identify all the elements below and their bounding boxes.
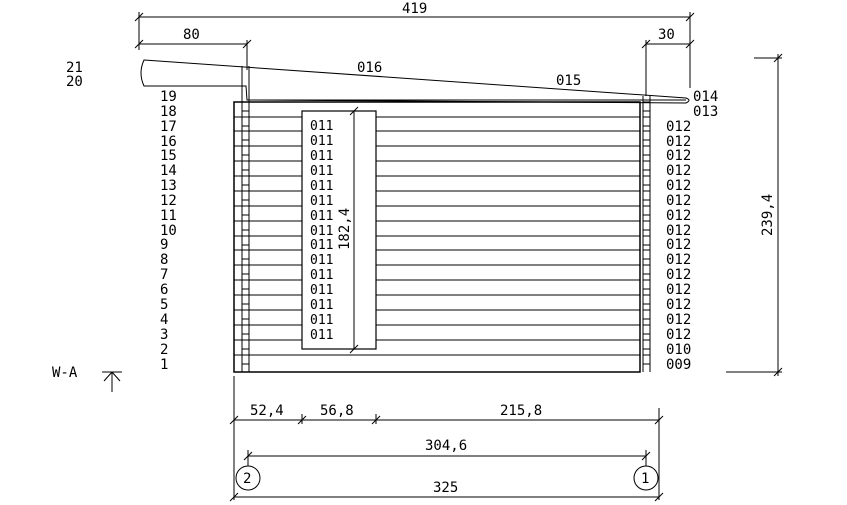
part-code: 012: [666, 208, 691, 224]
part-code: 012: [666, 237, 691, 253]
door-part-code: 011: [310, 268, 333, 283]
row-number: 14: [160, 163, 177, 179]
overall-width-dimension: 419: [134, 1, 695, 88]
part-code: 012: [666, 282, 691, 298]
base-width-dimension: 325: [229, 480, 664, 502]
row-number: 8: [160, 252, 168, 268]
axis-marker-right: [633, 465, 659, 491]
overall-width-label: 419: [402, 1, 427, 17]
segment-right-label: 215,8: [500, 403, 542, 419]
row-number: 15: [160, 148, 177, 164]
segment-dimensions: 52,4 56,8 215,8: [229, 376, 664, 500]
door-part-code: 011: [310, 313, 333, 328]
part-code: 012: [666, 223, 691, 239]
total-height-label: 239,4: [760, 194, 776, 236]
row-number: 20: [66, 74, 83, 90]
row-number: 7: [160, 267, 168, 283]
part-code: 012: [666, 267, 691, 283]
part-code: 012: [666, 119, 691, 135]
roof-ridge-label: 016: [357, 60, 382, 76]
door-part-code: 011: [310, 238, 333, 253]
door-part-code: 011: [310, 328, 333, 343]
part-code: 014: [693, 89, 718, 105]
door-part-code: 011: [310, 253, 333, 268]
axis-distance-label: 304,6: [425, 438, 467, 454]
part-code: 013: [693, 104, 718, 120]
base-width-label: 325: [433, 480, 458, 496]
row-number: 4: [160, 312, 168, 328]
door-part-code: 011: [310, 179, 333, 194]
row-numbers: 21 20 19 18 17 16 15 14 13 12 11 10 9 8 …: [66, 60, 177, 373]
part-code: 012: [666, 134, 691, 150]
part-code: 012: [666, 193, 691, 209]
view-marker: W-A: [52, 365, 122, 392]
door-part-code: 011: [310, 224, 333, 239]
door-part-code: 011: [310, 149, 333, 164]
part-code: 012: [666, 312, 691, 328]
right-corner-post: [642, 96, 651, 372]
right-overhang-dimension: 30: [641, 27, 695, 96]
door-part-code: 011: [310, 134, 333, 149]
segment-door-label: 56,8: [320, 403, 354, 419]
row-number: 12: [160, 193, 177, 209]
row-number: 21: [66, 60, 83, 76]
part-code: 010: [666, 342, 691, 358]
part-code: 012: [666, 163, 691, 179]
door-height-label: 182,4: [337, 208, 353, 250]
part-code: 012: [666, 327, 691, 343]
door-part-code: 011: [310, 164, 333, 179]
row-number: 17: [160, 119, 177, 135]
row-number: 1: [160, 357, 168, 373]
row-number: 9: [160, 237, 168, 253]
axis-marker-left-label: 2: [243, 471, 251, 487]
row-number: 19: [160, 89, 177, 105]
part-code: 012: [666, 252, 691, 268]
part-code: 012: [666, 148, 691, 164]
roof-board-label: 015: [556, 73, 581, 89]
wall-logs: [233, 101, 641, 373]
door-part-code: 011: [310, 209, 333, 224]
roof: 016 015: [140, 59, 690, 104]
door-part-code: 011: [310, 283, 333, 298]
left-overhang-label: 80: [183, 27, 200, 43]
segment-left-label: 52,4: [250, 403, 284, 419]
door-opening: 182,4: [301, 106, 377, 354]
door-part-code: 011: [310, 298, 333, 313]
door-part-codes: 011 011 011 011 011 011 011 011 011 011 …: [310, 119, 333, 343]
row-number: 6: [160, 282, 168, 298]
left-overhang-dimension: 80: [134, 27, 252, 70]
view-label: W-A: [52, 365, 78, 381]
left-corner-post: [241, 66, 250, 372]
total-height-dimension: 239,4: [726, 53, 783, 377]
row-number: 10: [160, 223, 177, 239]
axis-marker-left: [235, 465, 261, 491]
row-number: 2: [160, 342, 168, 358]
axis-distance-dimension: 304,6: [243, 438, 651, 466]
row-number: 18: [160, 104, 177, 120]
row-number: 13: [160, 178, 177, 194]
row-number: 11: [160, 208, 177, 224]
row-number: 3: [160, 327, 168, 343]
right-part-codes: 014 013 012 012 012 012 012 012 012 012 …: [666, 89, 718, 373]
door-part-code: 011: [310, 194, 333, 209]
axis-marker-right-label: 1: [641, 471, 649, 487]
door-part-code: 011: [310, 119, 333, 134]
part-code: 012: [666, 297, 691, 313]
axis-markers: 2 1: [235, 465, 659, 491]
row-number: 5: [160, 297, 168, 313]
right-overhang-label: 30: [658, 27, 675, 43]
part-code: 012: [666, 178, 691, 194]
part-code: 009: [666, 357, 691, 373]
row-number: 16: [160, 134, 177, 150]
